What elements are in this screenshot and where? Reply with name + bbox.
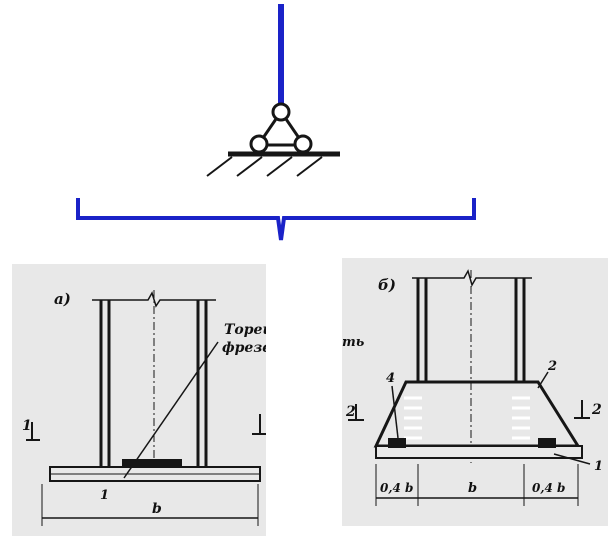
support-scheme (76, 4, 476, 241)
dimension-left: 0,4 b (380, 481, 413, 495)
section-mark-2-right: 2 (591, 402, 602, 418)
part-number-2: 2 (547, 359, 557, 374)
dimension-center: b (468, 481, 477, 496)
section-mark-1: 1 (22, 418, 32, 434)
detail-panel-b: б) ть (342, 258, 608, 526)
detail-panel-a: а) Торец фрезе 1 b 1 (12, 264, 274, 536)
weld-marks (404, 396, 530, 440)
support-strut-left (261, 118, 278, 139)
callout-freze: фрезе (222, 340, 266, 356)
section-mark-2-left: 2 (345, 404, 356, 420)
panel-b-drawing: б) ть (342, 269, 603, 506)
traverse-outline (373, 380, 581, 448)
hinge-left (249, 134, 269, 154)
hinge-top (271, 102, 291, 122)
part-number-4: 4 (386, 371, 395, 386)
panel-b-fragment: ть (342, 335, 365, 350)
grouping-brace (76, 198, 476, 241)
dimension-b: b (152, 501, 162, 517)
panel-b-letter: б) (378, 276, 396, 294)
support-strut-right (284, 118, 301, 139)
panel-a-letter: а) (54, 290, 71, 308)
part-number-1b: 1 (594, 459, 603, 474)
dimension-right: 0,4 b (532, 481, 565, 495)
ground-hatching (206, 156, 323, 177)
panel-a-drawing: а) Торец фрезе 1 b 1 (22, 290, 274, 526)
callout-torets: Торец (224, 322, 266, 338)
base-plate-b (375, 445, 583, 459)
hinge-right (293, 134, 313, 154)
part-number-1: 1 (100, 488, 109, 503)
